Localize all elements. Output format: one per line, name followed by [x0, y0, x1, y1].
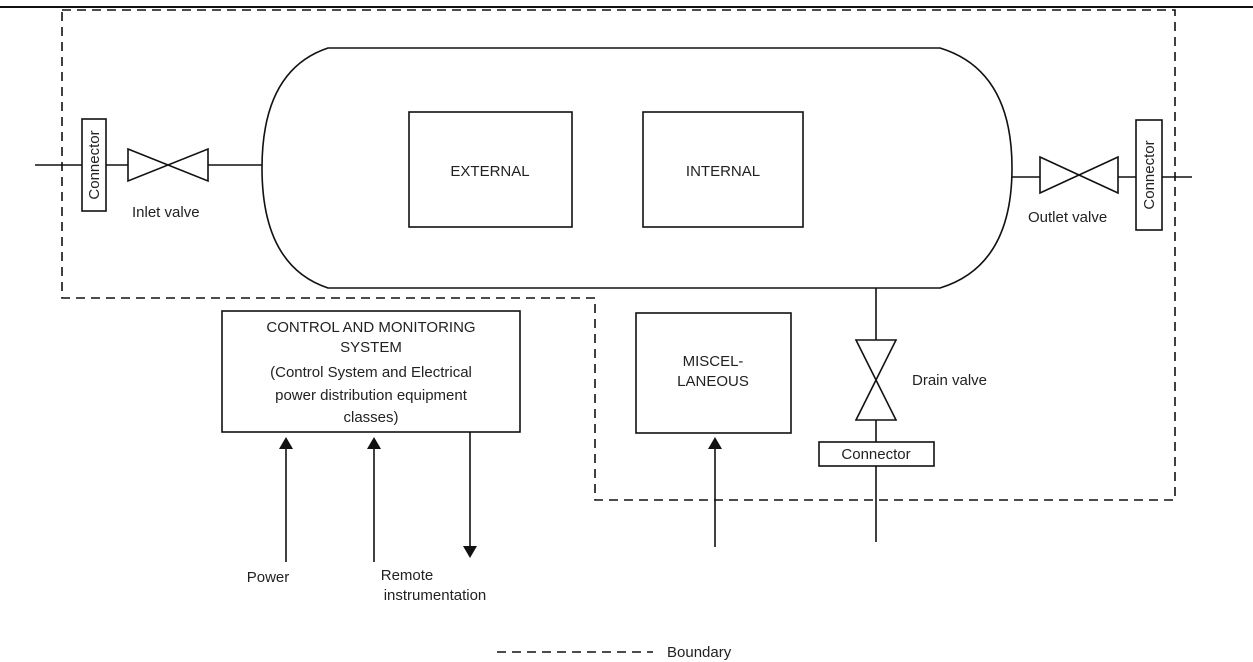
control-label-line4: power distribution equipment: [275, 387, 468, 404]
left-connector-label: Connector: [86, 130, 103, 199]
inlet-valve-icon: [127, 147, 209, 183]
bottom-connector-label: Connector: [841, 446, 910, 463]
control-label-line2: SYSTEM: [340, 339, 402, 356]
outlet-valve-label: Outlet valve: [1028, 209, 1107, 226]
control-label-line3: (Control System and Electrical: [270, 364, 472, 381]
miscellaneous-box: [635, 312, 792, 434]
remote-label-line1: Remote: [381, 567, 434, 584]
inlet-valve-label: Inlet valve: [132, 204, 200, 221]
drain-valve-label: Drain valve: [912, 372, 987, 389]
miscellaneous-label-line2: LANEOUS: [677, 373, 749, 390]
boundary-outline: [61, 9, 1176, 501]
internal-label: INTERNAL: [686, 163, 760, 180]
external-box: [408, 111, 573, 228]
control-label-line5: classes): [343, 409, 398, 426]
left-connector-box: [81, 118, 107, 212]
miscellaneous-label-line1: MISCEL-: [683, 353, 744, 370]
bottom-connector-box: [818, 441, 935, 467]
right-connector-label: Connector: [1141, 140, 1158, 209]
external-label: EXTERNAL: [450, 163, 529, 180]
drain-valve-icon: [854, 339, 898, 421]
control-monitoring-box: [221, 310, 521, 433]
remote-label-line2: instrumentation: [384, 587, 487, 604]
right-connector-box: [1135, 119, 1163, 231]
internal-box: [642, 111, 804, 228]
main-vessel: [261, 47, 1013, 289]
outlet-valve-icon: [1039, 155, 1119, 195]
power-label: Power: [247, 569, 290, 586]
control-label-line1: CONTROL AND MONITORING: [266, 319, 475, 336]
legend-boundary-label: Boundary: [667, 644, 732, 661]
